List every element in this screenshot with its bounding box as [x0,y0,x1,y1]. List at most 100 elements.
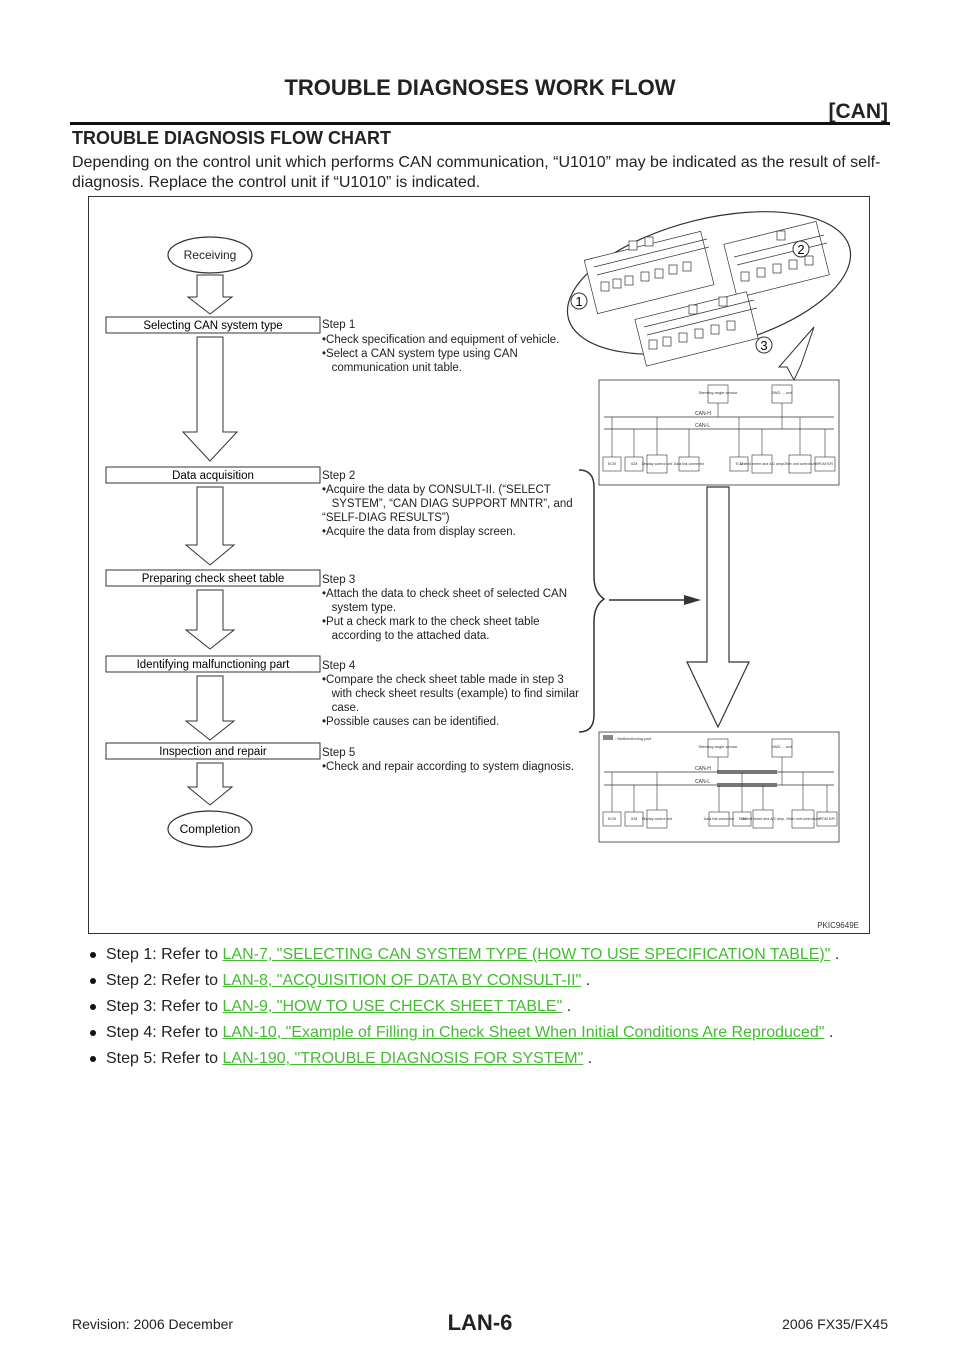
step-box-5: Inspection and repair [105,742,321,760]
start-label: Receiving [184,248,237,262]
step-line: •Check specification and equipment of ve… [322,334,559,346]
step-line: •Acquire the data by CONSULT-II. (“SELEC… [322,484,551,496]
footer-model: 2006 FX35/FX45 [782,1316,888,1332]
svg-text:Other unit control unit: Other unit control unit [783,462,817,466]
step-line: “SELF-DIAG RESULTS”) [322,512,450,524]
ref-link[interactable]: LAN-10, "Example of Filling in Check She… [222,1024,825,1041]
svg-text:Unified meter and A/C amp.: Unified meter and A/C amp. [741,817,785,821]
step-line: •Acquire the data from display screen. [322,526,516,538]
svg-text:Data link connector: Data link connector [674,462,706,466]
svg-text:ICM: ICM [631,462,638,466]
step-title: Step 2 [322,470,355,482]
svg-text:Other unit control unit: Other unit control unit [786,817,820,821]
step-line: •Possible causes can be identified. [322,716,499,728]
ref-suffix: . [583,1050,593,1067]
flow-arrow [184,675,236,741]
svg-text:Steering angle sensor: Steering angle sensor [699,390,739,395]
arrow-head [684,595,701,605]
oval-label-2: 2 [797,242,804,257]
svg-text:CAN-L: CAN-L [695,423,710,429]
step-line: SYSTEM”, “CAN DIAG SUPPORT MNTR”, and [322,498,573,510]
step-line: according to the attached data. [322,630,490,642]
ref-suffix: . [581,972,591,989]
intro-paragraph: Depending on the control unit which perf… [72,154,881,191]
svg-text:IPDM E/R: IPDM E/R [819,817,835,821]
page-title: TROUBLE DIAGNOSES WORK FLOW [284,75,676,100]
header-rule [70,122,890,125]
can-diagram-top: Steering angle sensor 4WD ... unit CAN-H… [598,379,840,486]
step-line: with check sheet results (example) to fi… [322,688,579,700]
list-item: Step 3: Refer to LAN-9, "HOW TO USE CHEC… [88,994,908,1020]
footer-revision: Revision: 2006 December [72,1316,234,1332]
figure-id: PKIC9649E [817,921,859,930]
svg-text:4WD ... unit: 4WD ... unit [772,390,794,395]
ref-prefix: Step 3: Refer to [106,998,223,1015]
step-box-4: Identifying malfunctioning part [105,655,321,673]
flowchart-figure: Receiving Selecting CAN system type Data… [88,196,870,934]
flow-arrow [186,762,234,806]
step-line: •Put a check mark to the check sheet tab… [322,616,540,628]
flow-arrow [184,589,236,650]
bullet-icon [90,1029,96,1036]
start-oval [167,236,253,274]
step-line: •Attach the data to check sheet of selec… [322,588,567,600]
ref-suffix: . [824,1024,834,1041]
end-label: Completion [180,822,241,836]
step-title: Step 4 [322,660,356,672]
flow-arrow [184,486,236,566]
ref-prefix: Step 5: Refer to [106,1050,223,1067]
step-title: Step 1 [322,319,355,331]
oval-label-3: 3 [760,338,767,353]
oval-label-1: 1 [575,294,582,309]
svg-text:ICM: ICM [631,817,638,821]
ref-suffix: . [562,998,572,1015]
svg-text:ECM: ECM [608,817,616,821]
ref-link[interactable]: LAN-7, "SELECTING CAN SYSTEM TYPE (HOW T… [222,946,831,963]
step-reference-list: Step 1: Refer to LAN-7, "SELECTING CAN S… [88,942,908,1072]
step-box-label: Identifying malfunctioning part [137,659,291,671]
bullet-icon [90,1055,96,1062]
step-line: •Check and repair according to system di… [322,761,574,773]
ref-link[interactable]: LAN-8, "ACQUISITION OF DATA BY CONSULT-I… [222,972,582,989]
svg-text:TCM: TCM [735,462,743,466]
svg-text:Data link connector: Data link connector [704,817,736,821]
list-item: Step 1: Refer to LAN-7, "SELECTING CAN S… [88,942,908,968]
can-diagram-bottom: : Malfunctioning part Steering angle sen… [598,731,840,843]
ref-suffix: . [830,946,840,963]
svg-text:CAN-H: CAN-H [695,766,711,772]
step-box-label: Inspection and repair [159,746,267,758]
ref-link[interactable]: LAN-190, "TROUBLE DIAGNOSIS FOR SYSTEM" [222,1050,584,1067]
step-box-label: Selecting CAN system type [143,320,282,332]
step-line: case. [322,702,359,714]
bullet-icon [90,1003,96,1010]
ref-prefix: Step 1: Refer to [106,946,223,963]
list-item: Step 2: Refer to LAN-8, "ACQUISITION OF … [88,968,908,994]
svg-text:IPDM E/R: IPDM E/R [817,462,833,466]
ref-prefix: Step 2: Refer to [106,972,223,989]
svg-text:CAN-L: CAN-L [695,779,710,785]
svg-text:TCM: TCM [738,817,746,821]
bracket [578,469,606,733]
step-box-label: Data acquisition [172,470,254,482]
list-item: Step 4: Refer to LAN-10, "Example of Fil… [88,1020,908,1046]
step-title: Step 5 [322,747,355,759]
step-box-2: Data acquisition [105,466,321,484]
flow-arrow [181,336,239,462]
svg-text:ECM: ECM [608,462,616,466]
svg-text:Display control unit: Display control unit [642,817,672,821]
svg-text:4WD ... unit: 4WD ... unit [772,744,794,749]
svg-text:CAN-H: CAN-H [695,411,711,417]
big-down-arrow [686,486,750,729]
ref-link[interactable]: LAN-9, "HOW TO USE CHECK SHEET TABLE" [222,998,563,1015]
step-title: Step 3 [322,574,355,586]
svg-text:Display control unit: Display control unit [642,462,672,466]
section-tag: [CAN] [828,100,888,123]
step-line: system type. [322,602,396,614]
ref-prefix: Step 4: Refer to [106,1024,223,1041]
step-box-label: Preparing check sheet table [142,573,285,585]
svg-text:: Malfunctioning part: : Malfunctioning part [615,736,652,741]
step-box-3: Preparing check sheet table [105,569,321,587]
svg-text:Unified meter and A/C amp.: Unified meter and A/C amp. [740,462,784,466]
step-line: •Select a CAN system type using CAN [322,348,518,360]
callout-pointer [777,326,815,382]
